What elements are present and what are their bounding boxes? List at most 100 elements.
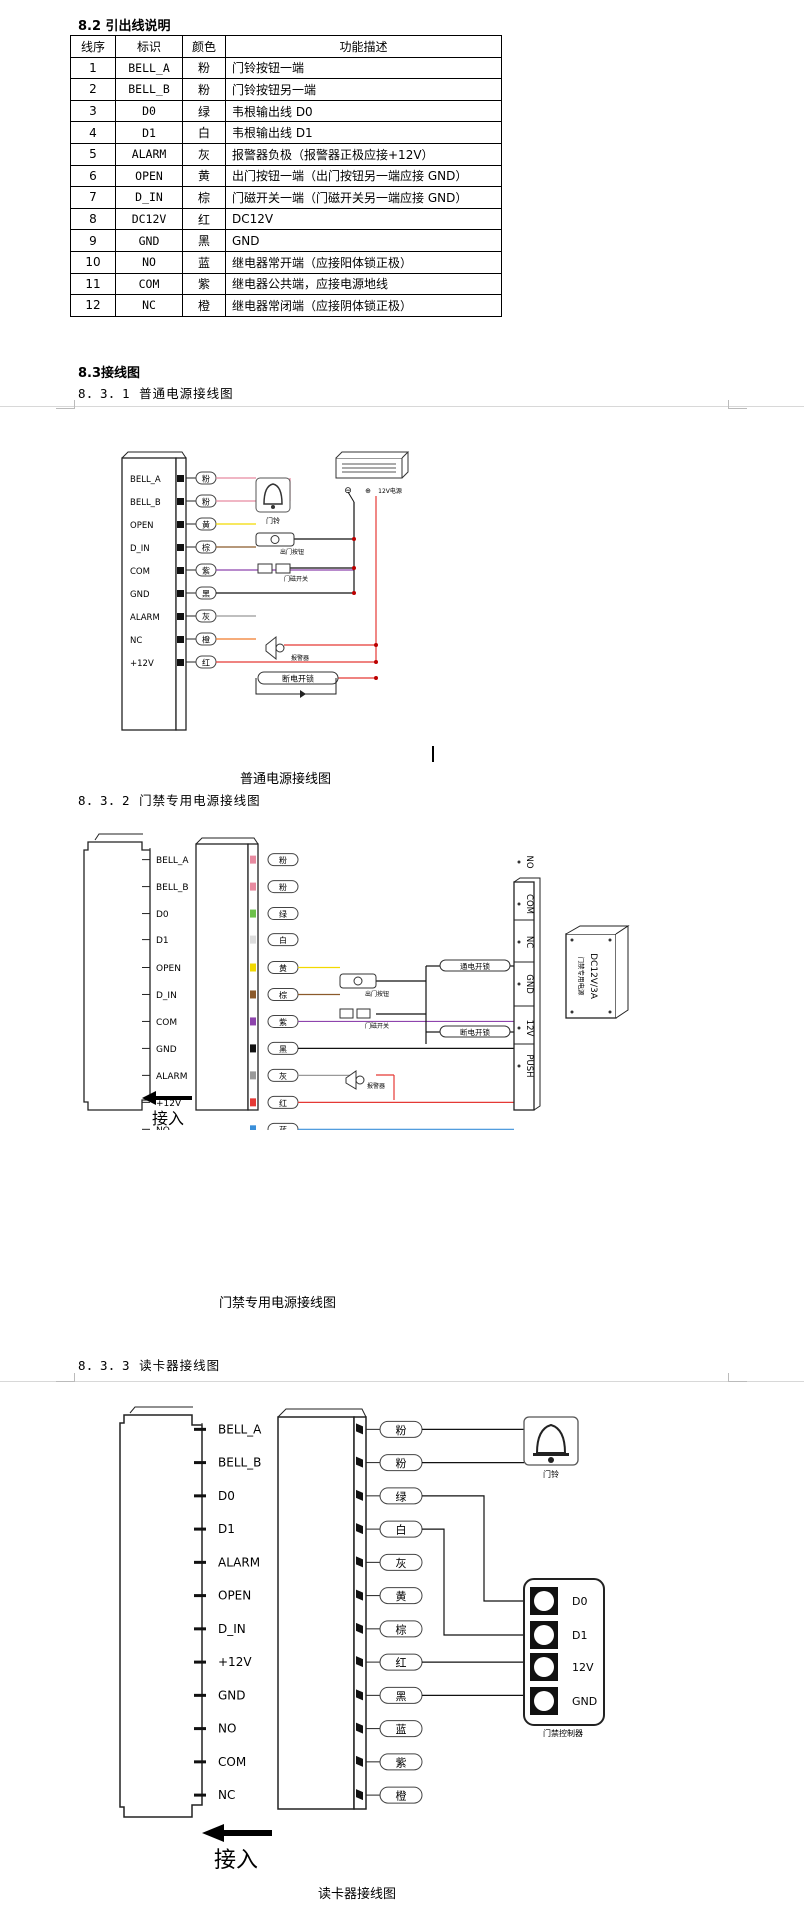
cell-description: 韦根输出线 D0	[225, 99, 502, 123]
wire-color-label: 黄	[202, 520, 210, 530]
psu-terminal-label: COM	[524, 894, 534, 914]
terminal-screw	[356, 1423, 363, 1435]
wire-color-label: 灰	[396, 1556, 407, 1570]
wire-color-label: 绿	[396, 1489, 407, 1503]
controller-terminal-label: GND	[572, 1695, 597, 1708]
subtitle-832: 8．3．2 门禁专用电源接线图	[78, 793, 261, 808]
page-break	[0, 1381, 804, 1382]
cell-index: 10	[70, 250, 116, 274]
cell-description: 继电器公共端，应接电源地线	[225, 272, 502, 296]
terminal-label: +12V	[156, 1099, 182, 1109]
page-corner-mark	[56, 400, 75, 409]
terminal-screw	[356, 1456, 363, 1468]
terminal-label: NO	[156, 1126, 170, 1130]
psu-terminal-label: 12V	[524, 1020, 534, 1037]
terminal-screw	[356, 1722, 363, 1734]
wire-color-tag	[267, 933, 299, 947]
terminal-screw	[356, 1489, 363, 1501]
terminal-label: D0	[156, 910, 169, 920]
psu-terminal-label: PUSH	[524, 1054, 534, 1077]
wire-color-label: 棕	[279, 990, 287, 1000]
page-break	[0, 406, 804, 407]
cell-index: 7	[70, 186, 116, 209]
terminal-label: D_IN	[130, 544, 150, 554]
terminal-screw	[177, 590, 184, 597]
terminal-label: ALARM	[156, 1072, 188, 1082]
wire-color-label: 白	[396, 1523, 407, 1537]
cell-color: 红	[182, 207, 226, 231]
doorbell-label: 门铃	[543, 1469, 559, 1479]
wire-color-label: 红	[202, 658, 210, 668]
terminal-label: D_IN	[156, 991, 177, 1001]
terminal-screw	[356, 1789, 363, 1801]
cell-index: 11	[70, 272, 116, 296]
cell-color: 紫	[182, 272, 226, 296]
terminal-screw	[356, 1589, 363, 1601]
col-header: 线序	[70, 35, 116, 58]
terminal-screw	[177, 613, 184, 620]
wire-color-tag	[267, 853, 299, 867]
terminal-screw	[250, 935, 256, 944]
cell-index: 5	[70, 142, 116, 166]
controller-terminal-label: D1	[572, 1629, 587, 1642]
terminal-label: D_IN	[218, 1622, 246, 1636]
terminal-block	[195, 837, 259, 1111]
wire-color-label: 蓝	[279, 1125, 287, 1130]
terminal-label: OPEN	[156, 964, 181, 974]
terminal-screw	[250, 909, 256, 918]
cell-description: GND	[225, 229, 502, 252]
alarm-icon	[346, 934, 348, 935]
psu-plus: ⊕	[365, 487, 371, 495]
cell-description: 门铃按钮一端	[225, 56, 502, 80]
terminal-screw	[356, 1556, 363, 1568]
wire-color-label: 白	[279, 935, 287, 945]
subtitle-831: 8．3．1 普通电源接线图	[78, 386, 234, 401]
cell-description: 出门按钮一端（出门按钮另一端应接 GND）	[225, 164, 502, 188]
wire-color-tag	[379, 1786, 423, 1804]
terminal-label: ALARM	[218, 1555, 260, 1569]
terminal-screw	[177, 498, 184, 505]
terminal-screw	[177, 659, 184, 666]
terminal-screw	[250, 855, 256, 864]
terminal-screw	[356, 1622, 363, 1634]
cell-description: 门铃按钮另一端	[225, 78, 502, 101]
wire-color-tag	[267, 880, 299, 894]
cell-label: OPEN	[115, 164, 183, 188]
terminal-screw	[250, 963, 256, 972]
terminal-label: NC	[218, 1788, 235, 1802]
wire-color-label: 橙	[396, 1789, 407, 1803]
terminal-screw	[250, 1071, 256, 1080]
wire-color-tag	[379, 1720, 423, 1738]
terminal-label: D1	[156, 936, 169, 946]
terminal-label: COM	[218, 1755, 246, 1769]
lock-on-label: 通电开锁	[460, 961, 490, 971]
wire-color-label: 黄	[396, 1589, 407, 1603]
terminal-screw	[250, 882, 256, 891]
caption-832: 门禁专用电源接线图	[219, 1296, 337, 1311]
terminal-label: BELL_A	[130, 475, 161, 485]
page-corner-mark	[728, 400, 747, 409]
wire-color-label: 灰	[279, 1071, 287, 1081]
terminal-screw	[177, 521, 184, 528]
cell-label: GND	[115, 229, 183, 252]
cell-index: 4	[70, 121, 116, 144]
wire-color-label: 黑	[202, 590, 210, 599]
psu-name: DC12V/3A	[588, 953, 598, 1000]
terminal-screw	[250, 1098, 256, 1107]
terminal-label: D0	[218, 1489, 235, 1503]
terminal-label: NO	[218, 1722, 236, 1736]
cell-label: NC	[115, 294, 183, 317]
terminal-label: OPEN	[130, 521, 154, 531]
wire-color-label: 粉	[396, 1424, 407, 1437]
terminal-label: BELL_B	[156, 883, 189, 893]
psu-terminal-label: GND	[524, 974, 534, 994]
wire-color-tag	[267, 907, 299, 921]
cell-index: 1	[70, 56, 116, 80]
